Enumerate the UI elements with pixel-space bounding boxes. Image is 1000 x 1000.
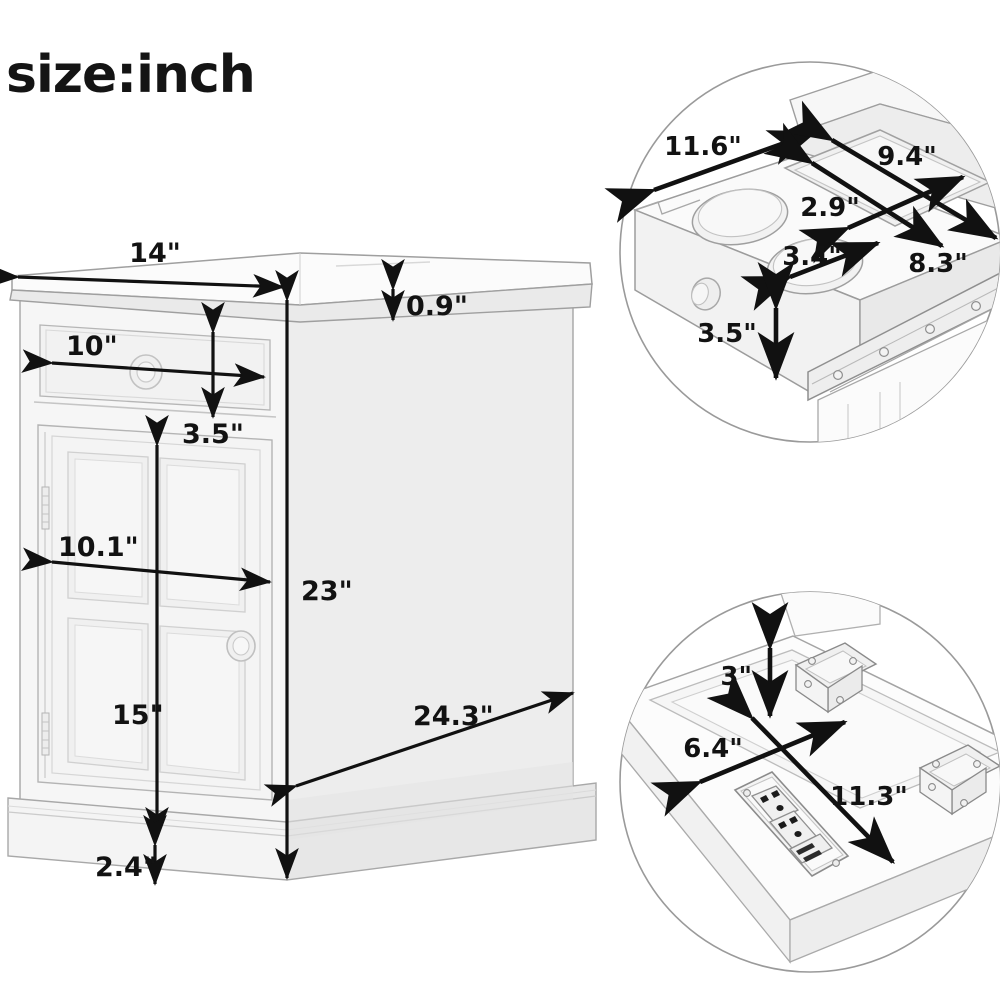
- label-base-height: 2.4": [95, 852, 157, 883]
- arrow-drawer-width: [21, 349, 266, 387]
- label-tray-width: 2.9": [800, 193, 860, 223]
- inset-top-arrows: [604, 100, 999, 381]
- main-dimension-labels: 14" 0.9" 10" 3.5" 10.1" 15" 23" 24.3" 2.…: [58, 238, 494, 883]
- door-hinge-upper-icon: [41, 486, 50, 530]
- label-edge-offset: 3": [720, 662, 752, 692]
- hinge-icon-lower: [918, 744, 1000, 816]
- inset-top-drawer-detail: 11.6" 9.4" 2.9" 3.4" 8.3" 3.5": [604, 61, 1000, 443]
- drawer-door-divider-rail: [33, 401, 277, 418]
- door-panel-top-left-inner: [74, 458, 143, 598]
- outlet-screw-bottom-icon: [832, 859, 840, 867]
- inset-drawer-knob-inner-icon: [691, 282, 709, 306]
- inset-front-lip-right: [789, 829, 1000, 963]
- label-overall-height: 23": [301, 576, 353, 607]
- arrow-tray-length: [763, 122, 945, 248]
- door-panel-top-right-inner: [166, 464, 240, 606]
- label-overall-depth: 24.3": [413, 701, 494, 732]
- label-panel-width: 6.4": [683, 734, 743, 764]
- arrow-cup-holder-diameter: [740, 240, 881, 311]
- label-door-width: 10.1": [58, 532, 139, 563]
- label-drawer-inner-width: 11.6": [664, 132, 742, 162]
- cabinet-door-knob-inner-icon: [232, 636, 250, 656]
- inset-bottom-labels: 3" 6.4" 11.3": [683, 662, 908, 812]
- label-panel-length: 11.3": [830, 782, 908, 812]
- inset-top-labels: 11.6" 9.4" 2.9" 3.4" 8.3" 3.5": [664, 132, 968, 349]
- arrow-panel-length: [706, 672, 895, 864]
- inset-drawer-slide-lower-edge: [829, 299, 1000, 393]
- door-panel-bottom-left-inner: [74, 624, 143, 764]
- label-top-thickness: 0.9": [406, 291, 468, 322]
- label-tray-length: 8.3": [908, 249, 968, 279]
- label-cup-holder-diameter: 3.4": [782, 242, 842, 272]
- inset-drawer-slide-groove: [811, 283, 1000, 385]
- inset-bottom-outlet-detail: 3" 6.4" 11.3": [619, 591, 1000, 973]
- page-title: size:inch: [6, 45, 255, 105]
- label-drawer-slide-length: 9.4": [877, 142, 937, 172]
- label-drawer-width: 10": [66, 331, 118, 362]
- cabinet-side-panel: [286, 280, 574, 841]
- drawer-knob-inner-icon: [136, 361, 156, 383]
- arrow-width-top: [0, 264, 285, 298]
- cabinet-door-inner-frame: [51, 435, 261, 791]
- main-dimension-arrows: [0, 258, 575, 886]
- arrow-overall-depth: [263, 691, 575, 807]
- inset-drawer-slide-screws: [832, 301, 981, 381]
- label-width-top: 14": [129, 238, 181, 269]
- door-hinge-lower-icon: [41, 712, 50, 756]
- label-drawer-height: 3.5": [182, 419, 244, 450]
- label-drawer-depth: 3.5": [697, 319, 757, 349]
- label-door-height: 15": [112, 700, 164, 731]
- outlet-screw-top-icon: [743, 789, 751, 797]
- inset-bottom-arrows: [650, 602, 895, 864]
